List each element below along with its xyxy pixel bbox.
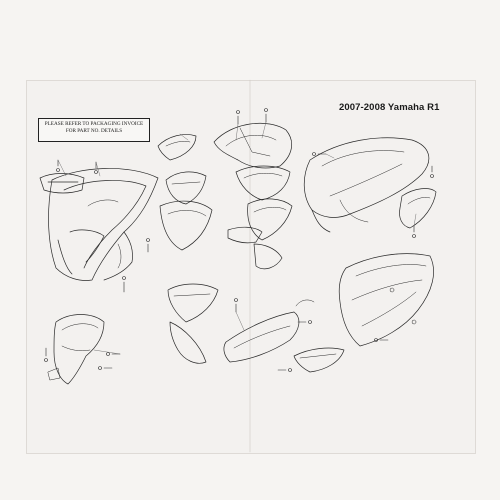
- belly-pan: [223, 299, 315, 363]
- notice-line-2: FOR PART No. DETAILS: [65, 128, 123, 134]
- tail-section: [303, 137, 430, 233]
- front-nose-cowl: [48, 168, 159, 281]
- undertail-fender: [338, 253, 434, 347]
- lower-fairing-left: [167, 283, 219, 364]
- fastener-screws: [44, 108, 434, 372]
- belly-pan-tip: [293, 347, 345, 373]
- mirror-bracket: [39, 173, 85, 194]
- upper-side-panel-right: [235, 165, 291, 201]
- tail-side-cover: [399, 188, 437, 229]
- diagram-page: [26, 80, 476, 454]
- diagram-title: 2007-2008 Yamaha R1: [339, 102, 440, 113]
- leader-lines: [57, 121, 417, 355]
- inner-panel-small: [227, 226, 283, 270]
- upper-side-panel-left: [165, 171, 207, 205]
- mid-fairing-left: [159, 200, 213, 251]
- front-fender: [47, 314, 105, 385]
- notice-line-1: PLEASE REFER TO PACKAGING INVOICE: [44, 121, 144, 127]
- mid-fairing-right: [247, 198, 293, 241]
- tank-cover: [213, 122, 293, 169]
- windscreen-panel: [157, 134, 197, 161]
- part-number-notice: PLEASE REFER TO PACKAGING INVOICE FOR PA…: [38, 118, 150, 142]
